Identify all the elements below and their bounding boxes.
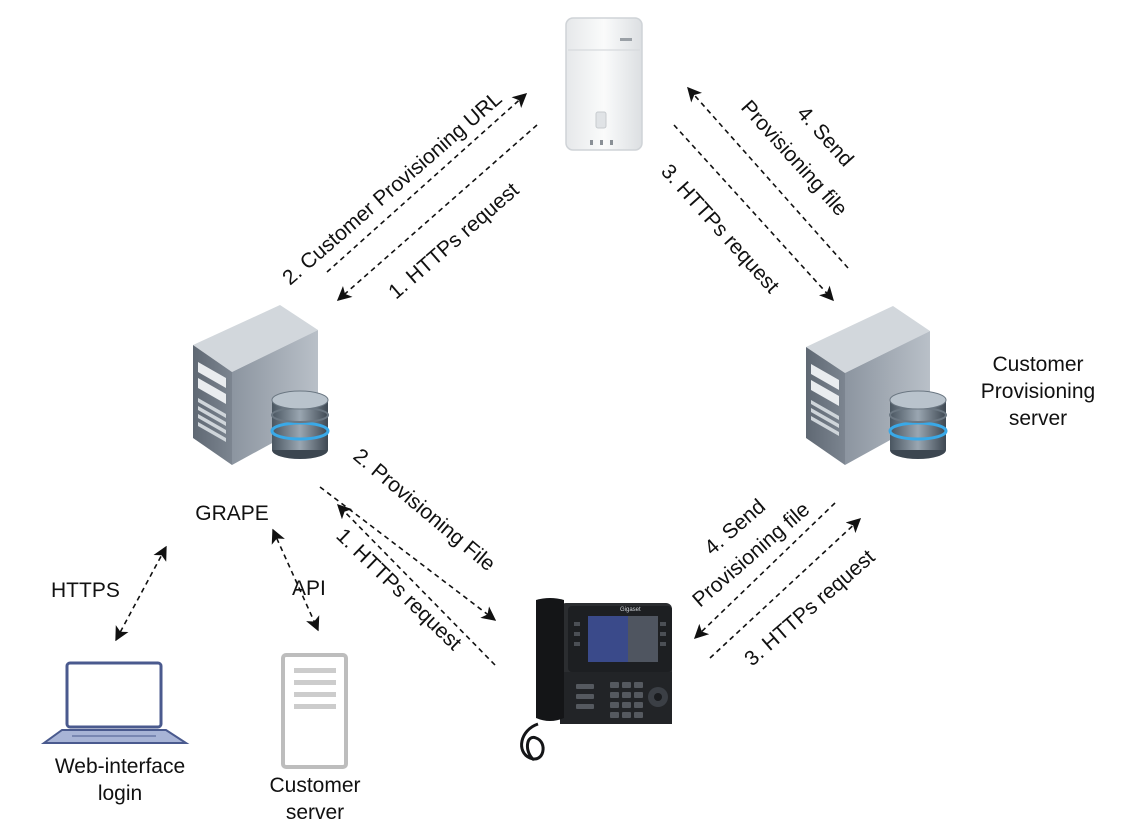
customer-provisioning-database-icon bbox=[888, 390, 948, 459]
customer-provisioning-server-icon bbox=[806, 306, 930, 465]
arrow-customer-to-base bbox=[687, 86, 849, 269]
laptop-icon bbox=[40, 661, 190, 744]
grape-label: GRAPE bbox=[195, 502, 269, 525]
web-interface-label-line-1: Web-interface bbox=[54, 755, 186, 778]
customer-provisioning-server-label-line-3: server bbox=[1008, 407, 1068, 430]
base-station-icon bbox=[565, 17, 643, 151]
arrow-phone-to-grape bbox=[336, 503, 496, 666]
web-interface-label-line-2: login bbox=[97, 782, 143, 805]
customer-server-label-line-1: Customer bbox=[269, 774, 361, 797]
label-grape-to-base: 2. Customer Provisioning URL bbox=[278, 87, 506, 290]
arrow-laptop-grape bbox=[115, 545, 167, 642]
arrow-grape-to-phone bbox=[319, 486, 497, 621]
arrow-customer-to-phone bbox=[693, 502, 836, 639]
customer-server-label-line-2: server bbox=[285, 801, 345, 824]
label-laptop-grape: HTTPS bbox=[51, 579, 120, 602]
desk-phone-icon: Gigaset bbox=[520, 598, 672, 762]
web-interface-label: Web-interface login bbox=[28, 753, 212, 807]
customer-provisioning-server-label-line-1: Customer bbox=[992, 353, 1084, 376]
label-phone-to-grape: 1. HTTPs request bbox=[332, 524, 466, 655]
customer-server-icon bbox=[281, 653, 348, 769]
customer-server-label: Customer server bbox=[240, 772, 390, 826]
label-phone-to-customer: 3. HTTPs request bbox=[740, 545, 879, 670]
arrow-grape-to-base bbox=[326, 93, 528, 273]
customer-provisioning-server-label: Customer Provisioning server bbox=[953, 351, 1123, 432]
phone-brand: Gigaset bbox=[620, 607, 641, 613]
grape-database-icon bbox=[270, 390, 330, 459]
arrow-phone-to-customer bbox=[709, 518, 862, 659]
label-server-grape: API bbox=[292, 577, 326, 600]
arrow-server-grape bbox=[271, 528, 320, 632]
customer-provisioning-server-label-line-2: Provisioning bbox=[980, 380, 1096, 403]
arrow-base-to-grape bbox=[336, 124, 538, 301]
arrow-base-to-customer bbox=[673, 124, 834, 302]
label-base-to-customer: 3. HTTPs request bbox=[656, 160, 783, 298]
